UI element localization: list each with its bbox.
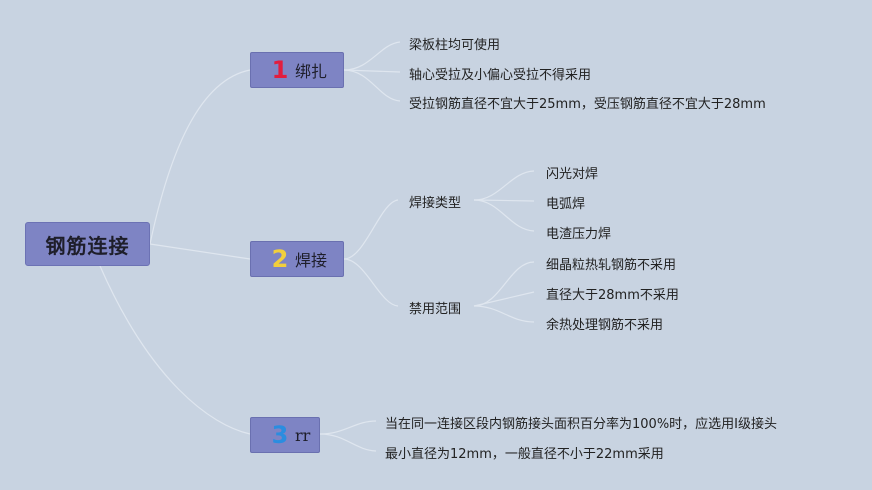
root-topic-label: 钢筋连接 bbox=[45, 233, 130, 258]
root-topic[interactable]: 钢筋连接 bbox=[25, 222, 150, 266]
branch-3-label: rr bbox=[295, 425, 311, 445]
group-1-item[interactable]: 电弧焊 bbox=[546, 197, 586, 212]
branch-2[interactable]: 2 焊接 bbox=[250, 241, 344, 277]
branch-2-group-label[interactable]: 焊接类型 bbox=[409, 196, 462, 211]
group-2-item[interactable]: 细晶粒热轧钢筋不采用 bbox=[546, 258, 677, 273]
group-1-item[interactable]: 闪光对焊 bbox=[546, 167, 599, 182]
branch-3-item[interactable]: 最小直径为12mm，一般直径不小于22mm采用 bbox=[385, 447, 664, 462]
branch-2-label: 焊接 bbox=[295, 251, 328, 270]
branch-2-group-label[interactable]: 禁用范围 bbox=[409, 302, 462, 317]
branch-1-label: 绑扎 bbox=[295, 62, 328, 81]
branch-1-item[interactable]: 轴心受拉及小偏心受拉不得采用 bbox=[409, 68, 592, 83]
group-1-item[interactable]: 电渣压力焊 bbox=[546, 227, 612, 242]
group-2-item[interactable]: 余热处理钢筋不采用 bbox=[546, 318, 664, 333]
number-3-icon: 3 bbox=[271, 421, 289, 449]
number-2-icon: 2 bbox=[271, 245, 289, 273]
branch-1-item[interactable]: 梁板柱均可使用 bbox=[409, 38, 501, 53]
branch-1-item[interactable]: 受拉钢筋直径不宜大于25mm，受压钢筋直径不宜大于28mm bbox=[409, 97, 766, 112]
group-2-item[interactable]: 直径大于28mm不采用 bbox=[546, 288, 679, 303]
branch-1[interactable]: 1 绑扎 bbox=[250, 52, 344, 88]
branch-3-item[interactable]: 当在同一连接区段内钢筋接头面积百分率为100%时，应选用Ⅰ级接头 bbox=[385, 417, 777, 432]
branch-3[interactable]: 3 rr bbox=[250, 417, 320, 453]
number-1-icon: 1 bbox=[271, 56, 289, 84]
